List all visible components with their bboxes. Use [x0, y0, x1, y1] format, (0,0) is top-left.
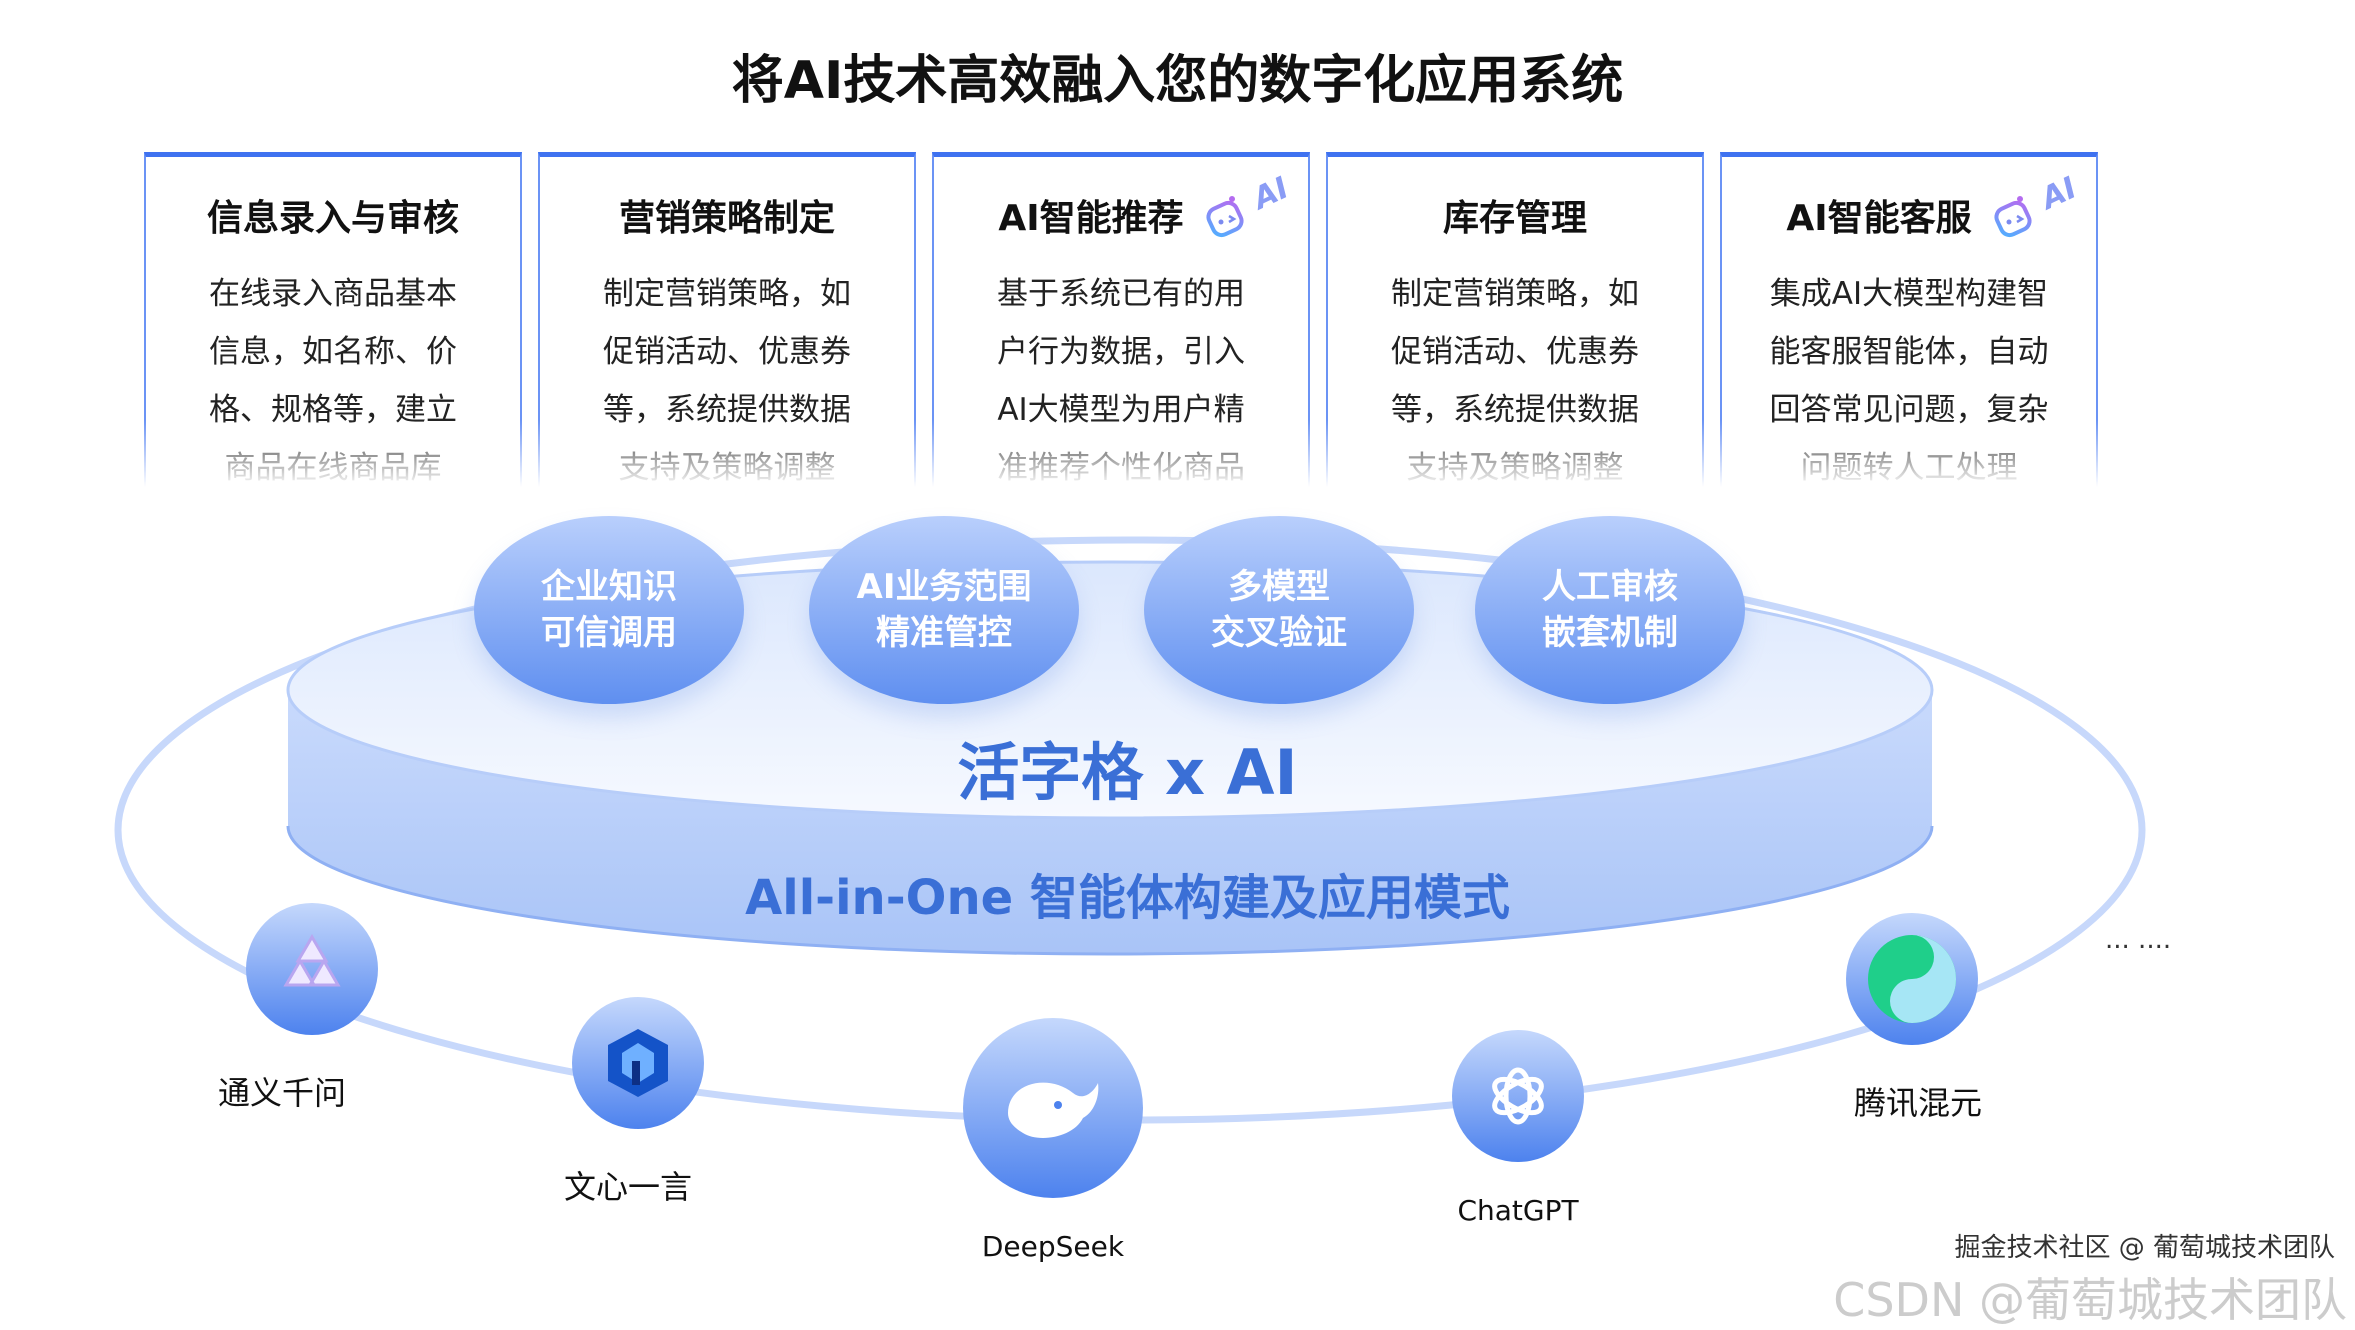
feature-card-inventory: 库存管理 制定营销策略，如促销活动、优惠券等，系统提供数据支持及策略调整	[1326, 152, 1704, 487]
card-line: 制定营销策略，如	[1391, 276, 1639, 312]
ai-robot-icon: AI	[1206, 171, 1294, 238]
card-line: 等，系统提供数据	[603, 392, 851, 428]
card-line: 支持及策略调整	[1406, 450, 1624, 486]
card-line: AI大模型为用户精	[997, 392, 1245, 428]
card-line: 制定营销策略，如	[603, 276, 851, 312]
card-line: 准推荐个性化商品	[997, 450, 1245, 486]
model-label: 通义千问	[217, 1074, 346, 1112]
openai-icon	[1452, 1030, 1584, 1162]
card-line: 能客服智能体，自动	[1769, 334, 2049, 370]
watermark-overlay: 掘金技术社区 @ 葡萄城技术团队	[1954, 1233, 2335, 1263]
card-line: 等，系统提供数据	[1391, 392, 1639, 428]
card-line: 回答常见问题，复杂	[1769, 392, 2049, 428]
feature-bubble-human-review: 人工审核嵌套机制	[1475, 516, 1745, 704]
feature-bubble-scope: AI业务范围精准管控	[809, 516, 1079, 704]
card-title: 库存管理	[1442, 198, 1587, 239]
platform-subtitle: All-in-One 智能体构建及应用模式	[745, 870, 1510, 926]
page-title: 将AI技术高效融入您的数字化应用系统	[731, 51, 1624, 111]
model-label: 文心一言	[563, 1168, 692, 1206]
model-label: DeepSeek	[981, 1230, 1125, 1263]
card-line: 问题转人工处理	[1800, 450, 2018, 486]
platform-title: 活字格 x AI	[957, 736, 1298, 809]
card-line: 户行为数据，引入	[997, 334, 1245, 370]
feature-card-info-entry: 信息录入与审核 在线录入商品基本信息，如名称、价格、规格等，建立商品在线商品库	[144, 152, 522, 487]
card-line: 在线录入商品基本	[209, 276, 457, 312]
tongyi-icon	[246, 903, 378, 1035]
model-label: 腾讯混元	[1853, 1084, 1982, 1122]
card-title: 营销策略制定	[618, 198, 835, 239]
feature-card-marketing: 营销策略制定 制定营销策略，如促销活动、优惠券等，系统提供数据支持及策略调整	[538, 152, 916, 487]
card-title: AI智能客服	[1786, 198, 1972, 239]
ai-robot-icon: AI	[1994, 171, 2082, 238]
card-line: 基于系统已有的用	[997, 276, 1245, 312]
card-line: 格、规格等，建立	[209, 392, 457, 428]
feature-card-ai-service: AI智能客服 AI 集成AI大模型构建智能客服智能体，自动回答常见问题，复杂问题…	[1720, 152, 2098, 487]
card-line: 促销活动、优惠券	[603, 334, 851, 370]
card-line: 促销活动、优惠券	[1391, 334, 1639, 370]
card-line: 支持及策略调整	[618, 450, 836, 486]
deepseek-whale-icon	[963, 1018, 1143, 1198]
feature-bubble-multimodel: 多模型交叉验证	[1144, 516, 1414, 704]
hunyuan-icon	[1846, 913, 1978, 1045]
feature-card-ai-recommend: AI智能推荐 AI 基于系统已有的用户行为数据，引入 AI大模型为用户精准推荐个性…	[932, 152, 1310, 487]
model-label: ChatGPT	[1457, 1194, 1579, 1227]
more-models-ellipsis: ... ....	[2105, 925, 2172, 955]
card-title: AI智能推荐	[998, 198, 1184, 239]
card-line: 商品在线商品库	[224, 450, 442, 486]
card-line: 信息，如名称、价	[209, 334, 457, 370]
wenxin-icon	[572, 997, 704, 1129]
card-title: 信息录入与审核	[206, 198, 459, 239]
feature-bubble-knowledge: 企业知识可信调用	[474, 516, 744, 704]
watermark: CSDN @葡萄城技术团队	[1833, 1273, 2347, 1327]
card-line: 集成AI大模型构建智	[1769, 276, 2049, 312]
